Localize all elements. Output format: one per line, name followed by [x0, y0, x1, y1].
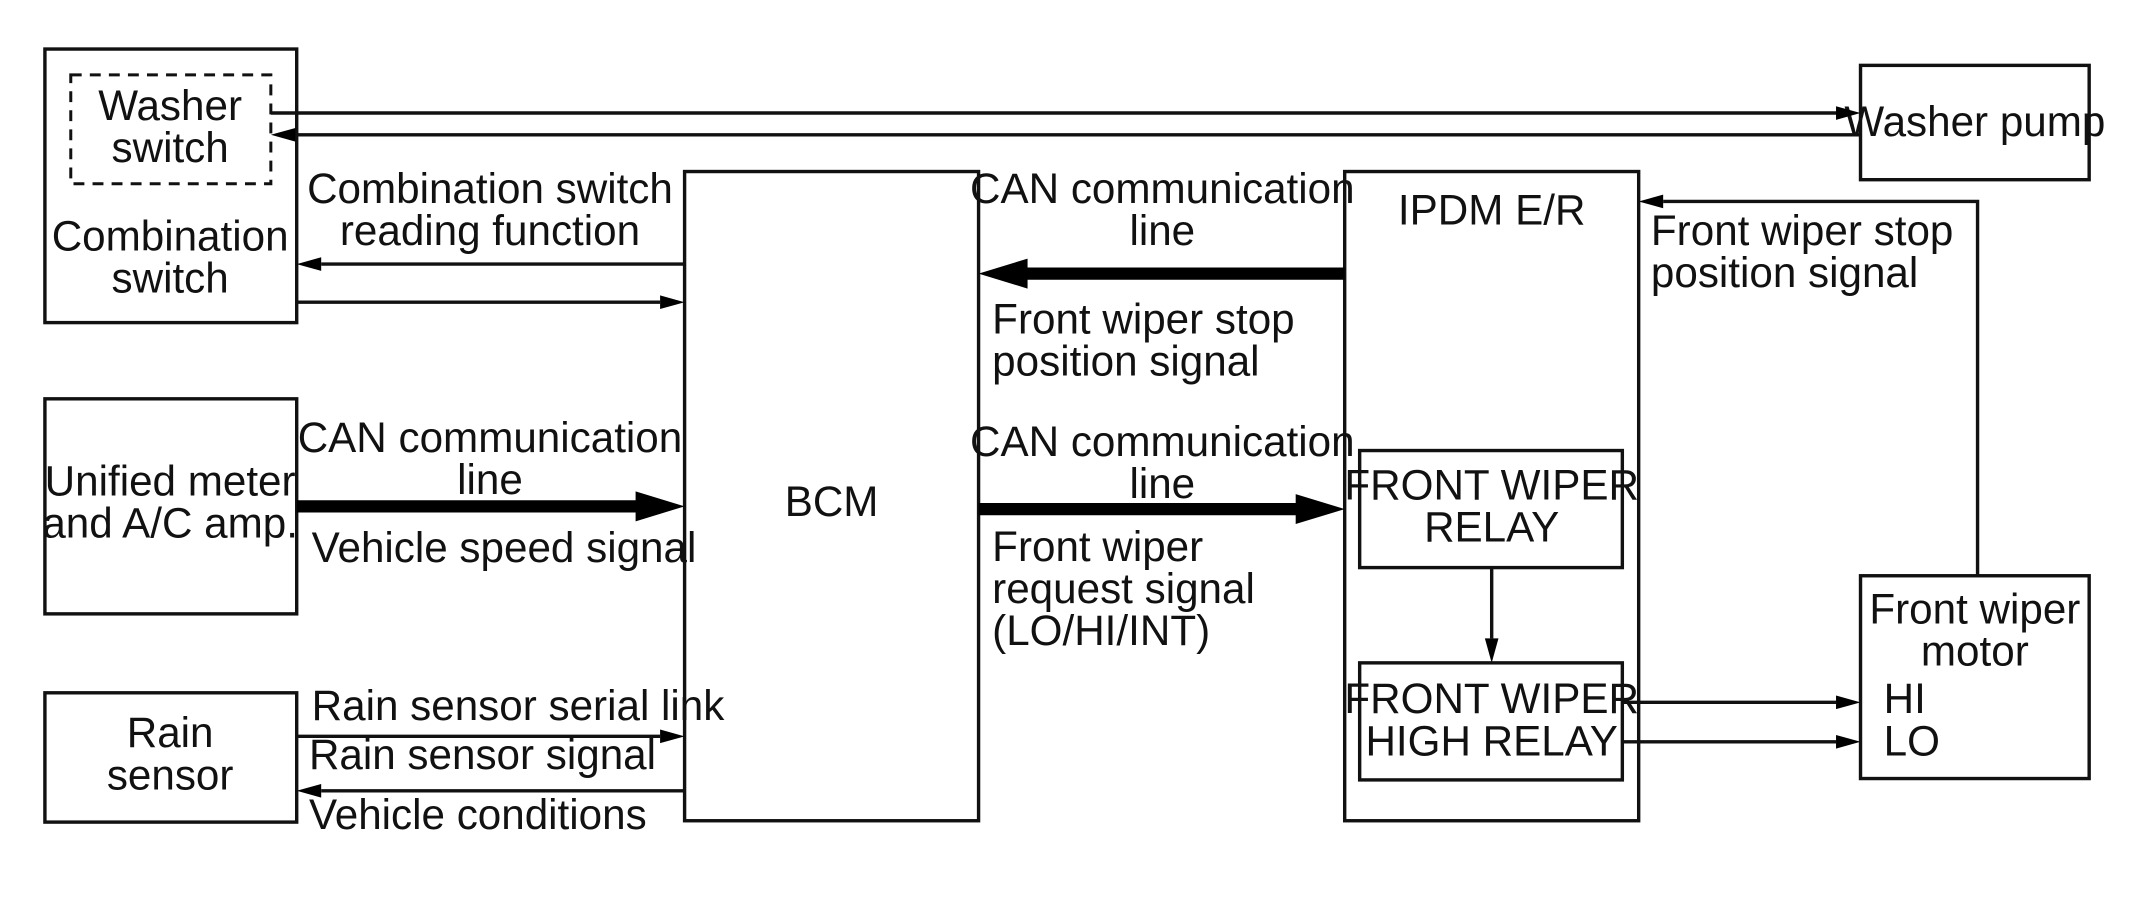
- front-wiper-motor-label-1: Front wiper: [1869, 585, 2080, 632]
- front-wiper-stop-bcm-label-1: Front wiper stop: [992, 295, 1294, 342]
- motor-lo-label: LO: [1884, 717, 1940, 764]
- rain-sensor-signal-label: Rain sensor signal: [309, 731, 656, 778]
- front-wiper-relay-label-2: RELAY: [1424, 504, 1559, 551]
- can-line-meter-label-2: line: [457, 456, 523, 503]
- ipdm-label: IPDM E/R: [1398, 187, 1586, 234]
- rain-sensor-block: Rain sensor: [43, 691, 299, 824]
- washer-pump-box: [1858, 63, 2091, 182]
- washer-pump-label: Washer pump: [1844, 98, 2105, 145]
- rain-sensor-label-2: sensor: [107, 751, 234, 798]
- front-wiper-high-relay-box: [1357, 661, 1625, 782]
- can-line-ipdm-bcm-label-2: line: [1129, 207, 1195, 254]
- combination-switch-label-1: Combination: [52, 212, 289, 259]
- front-wiper-request-label-1: Front wiper: [992, 523, 1203, 570]
- front-wiper-stop-motor-label-1: Front wiper stop: [1651, 207, 1953, 254]
- rain-sensor-serial-link-label: Rain sensor serial link: [312, 682, 726, 729]
- washer-switch-to-pump-arrow: [270, 106, 1861, 120]
- washer-switch-label-1: Washer: [98, 82, 242, 129]
- unified-meter-block: Unified meter and A/C amp.: [42, 397, 299, 616]
- washer-switch-label-2: switch: [112, 124, 229, 171]
- ipdm-block: IPDM E/R FRONT WIPER RELAY FRONT WIPER H…: [1342, 169, 1641, 823]
- ipdm-to-bcm-can-arrow: [978, 258, 1345, 289]
- front-wiper-stop-bcm-label-2: position signal: [992, 338, 1259, 385]
- meter-to-bcm-can-arrow: [296, 491, 685, 522]
- combination-switch-box: [43, 47, 299, 325]
- combination-switch-reading-label-1: Combination switch: [307, 165, 673, 212]
- front-wiper-motor-block: Front wiper motor HI LO: [1858, 574, 2091, 781]
- can-line-bcm-ipdm-label-2: line: [1129, 460, 1195, 507]
- front-wiper-request-label-2: request signal: [992, 565, 1255, 612]
- bcm-box: [682, 169, 981, 823]
- combination-switch-block: Washer switch Combination switch: [43, 47, 299, 325]
- combination-switch-to-bcm-arrow: [296, 295, 685, 309]
- bcm-to-ipdm-can-arrow: [978, 494, 1345, 525]
- rain-sensor-box: [43, 691, 299, 824]
- rain-sensor-label-1: Rain: [127, 709, 214, 756]
- washer-pump-block: Washer pump: [1844, 63, 2105, 182]
- front-wiper-motor-box: [1858, 574, 2091, 781]
- washer-switch-box: [69, 73, 273, 186]
- bcm-label: BCM: [785, 478, 879, 525]
- front-wiper-motor-label-2: motor: [1921, 628, 2029, 675]
- high-relay-to-motor-lo-arrow: [1622, 734, 1861, 749]
- washer-pump-to-switch-arrow: [270, 127, 1861, 142]
- combination-switch-label-2: switch: [112, 255, 229, 302]
- bcm-to-rain-sensor-arrow: [296, 783, 685, 798]
- bcm-block: BCM: [682, 169, 981, 823]
- combination-switch-reading-label-2: reading function: [340, 207, 640, 254]
- relay-to-high-relay-arrow: [1484, 567, 1499, 663]
- high-relay-to-motor-hi-arrow: [1622, 695, 1861, 710]
- rain-sensor-to-bcm-arrow: [296, 729, 685, 744]
- unified-meter-label-1: Unified meter: [45, 457, 296, 504]
- can-line-bcm-ipdm-label-1: CAN communication: [970, 418, 1355, 465]
- vehicle-speed-signal-label: Vehicle speed signal: [312, 524, 697, 571]
- can-line-ipdm-bcm-label-1: CAN communication: [970, 165, 1355, 212]
- motor-to-ipdm-stop-arrow: [1638, 194, 1980, 576]
- unified-meter-label-2: and A/C amp.: [42, 500, 298, 547]
- front-wiper-high-relay-label-1: FRONT WIPER: [1344, 675, 1639, 722]
- can-line-meter-label-1: CAN communication: [298, 414, 683, 461]
- vehicle-conditions-label: Vehicle conditions: [309, 791, 647, 838]
- front-wiper-high-relay-label-2: HIGH RELAY: [1365, 717, 1617, 764]
- bcm-to-combination-switch-arrow: [296, 257, 685, 271]
- front-wiper-request-label-3: (LO/HI/INT): [992, 607, 1210, 654]
- front-wiper-relay-box: [1357, 448, 1625, 570]
- unified-meter-box: [43, 397, 299, 616]
- front-wiper-relay-label-1: FRONT WIPER: [1344, 462, 1639, 509]
- motor-hi-label: HI: [1884, 675, 1926, 722]
- front-wiper-stop-motor-label-2: position signal: [1651, 249, 1918, 296]
